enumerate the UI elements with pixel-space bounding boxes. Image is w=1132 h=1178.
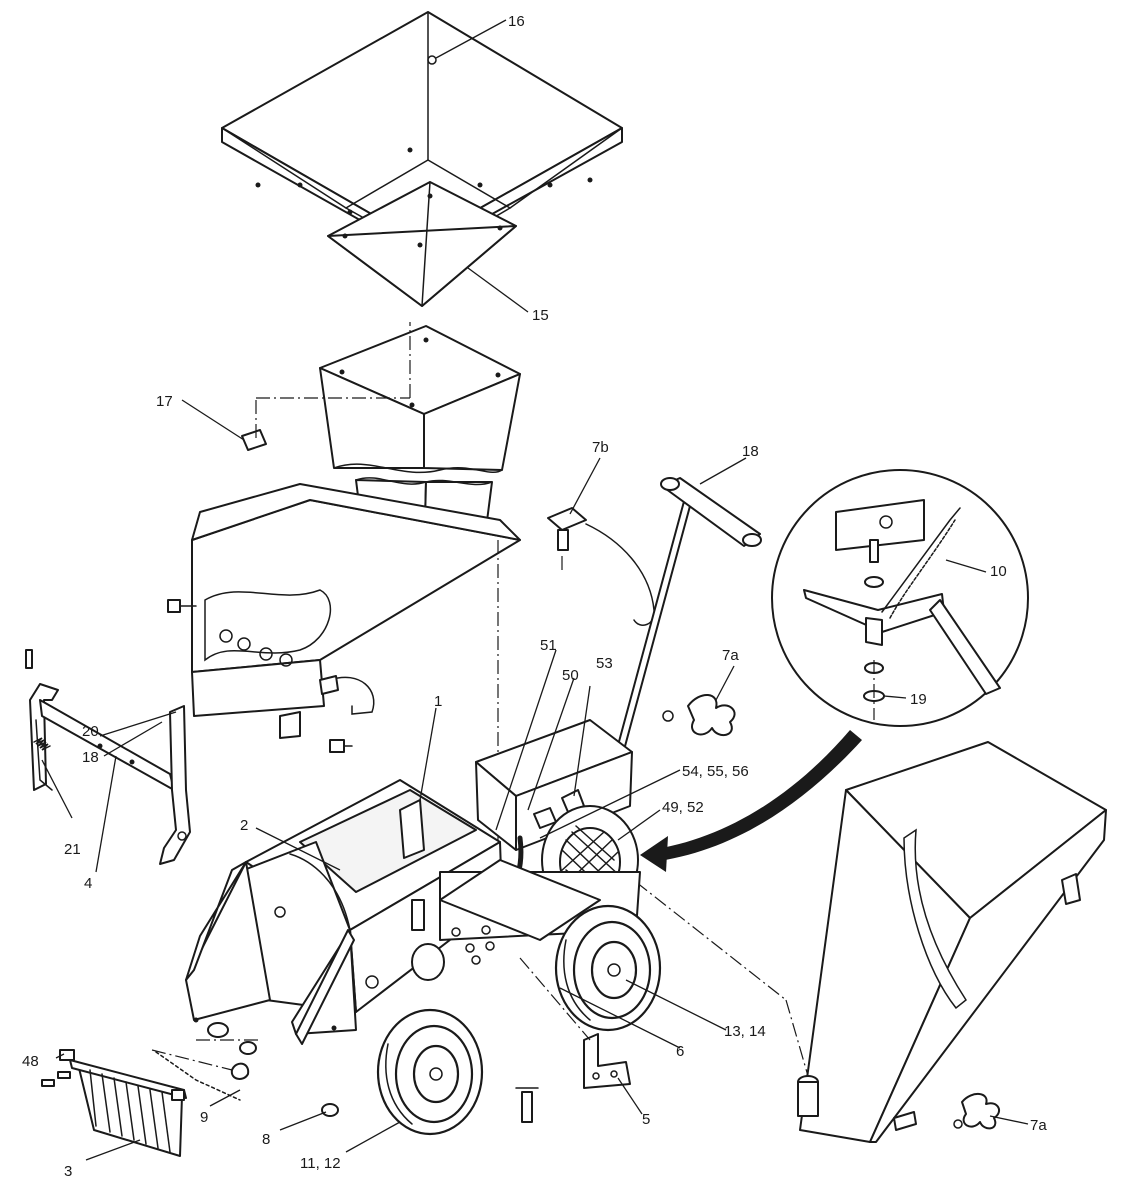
rotor-cover (191, 483, 521, 739)
callout-1: 1 (434, 693, 442, 710)
side-panels (185, 841, 357, 1045)
callout-50: 50 (562, 667, 579, 684)
axle-hardware (151, 1022, 339, 1117)
callout-53: 53 (596, 655, 613, 672)
callout-13-14: 13, 14 (724, 1023, 766, 1040)
part-5-bracket (519, 957, 631, 1089)
callout-5: 5 (642, 1111, 650, 1128)
callout-48: 48 (22, 1053, 39, 1070)
part-3-rubber-guard (41, 1049, 187, 1157)
callout-51: 51 (540, 637, 557, 654)
discharge-chute (635, 741, 1107, 1143)
callout-19: 19 (910, 691, 927, 708)
callout-4: 4 (84, 875, 92, 892)
part-17-bracket (241, 322, 411, 451)
callout-16: 16 (508, 13, 525, 30)
part-7a-wingnut-top (662, 694, 736, 737)
callout-54-55-56: 54, 55, 56 (682, 763, 749, 780)
callout-21: 21 (64, 841, 81, 858)
callout-7a-bottom: 7a (1030, 1117, 1047, 1134)
detail-inset (771, 469, 1029, 727)
callout-3: 3 (64, 1163, 72, 1178)
leader-lines (41, 19, 1029, 1161)
callout-6: 6 (676, 1043, 684, 1060)
callout-17: 17 (156, 393, 173, 410)
callout-10: 10 (990, 563, 1007, 580)
callout-11-12: 11, 12 (300, 1155, 341, 1172)
part-20-bracket (159, 705, 191, 865)
callout-8: 8 (262, 1131, 270, 1148)
bolt-left (167, 599, 197, 613)
callout-18-handle: 18 (742, 443, 759, 460)
callout-49-52: 49, 52 (662, 799, 704, 816)
callout-2: 2 (240, 817, 248, 834)
bottom-bolt (515, 1087, 539, 1123)
detail-arrow (640, 730, 862, 872)
part-4-lever-rod (25, 649, 175, 791)
engine-switch-box (475, 719, 633, 903)
callout-20: 20 (82, 723, 99, 740)
part-7a-wingnut-bottom (953, 1093, 1001, 1130)
callout-7a-top: 7a (722, 647, 739, 664)
bolt-bottom (329, 739, 353, 753)
callout-7b: 7b (592, 439, 609, 456)
callout-15: 15 (532, 307, 549, 324)
callout-labels: 16 15 17 7b 18 10 19 7a 51 50 53 1 54, 5… (22, 13, 1047, 1178)
funnel-reducer (327, 181, 517, 307)
wheel-front-left (376, 1008, 484, 1136)
callout-9: 9 (200, 1109, 208, 1126)
callout-18-bracket: 18 (82, 749, 99, 766)
